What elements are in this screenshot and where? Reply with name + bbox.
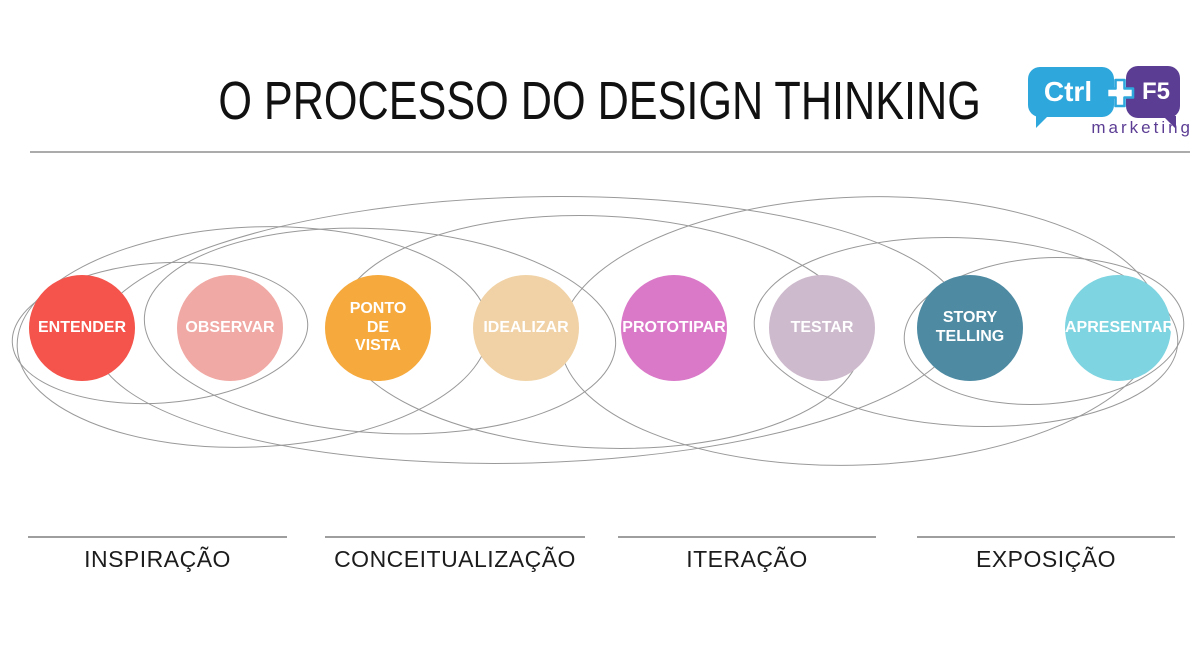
logo-f5-bubble: F5	[1126, 66, 1180, 118]
step-circle-prototipar: PROTOTIPAR	[621, 275, 727, 381]
phase-iteracao: ITERAÇÃO	[618, 536, 876, 573]
page-title: O PROCESSO DO DESIGN THINKING	[218, 71, 982, 131]
phase-inspiracao: INSPIRAÇÃO	[28, 536, 287, 573]
phase-conceitualizacao: CONCEITUALIZAÇÃO	[325, 536, 585, 573]
logo-f5-text: F5	[1141, 78, 1170, 105]
step-label: STORY TELLING	[935, 309, 1005, 345]
header: O PROCESSO DO DESIGN THINKING	[0, 70, 1200, 132]
step-label: PROTOTIPAR	[622, 318, 726, 336]
step-circle-idealizar: IDEALIZAR	[473, 275, 579, 381]
step-label: PONTO DE VISTA	[349, 299, 407, 355]
phase-label: INSPIRAÇÃO	[84, 546, 231, 572]
logo-ctrl-text: Ctrl	[1043, 76, 1093, 107]
logo-ctrl-bubble: Ctrl	[1028, 67, 1114, 117]
phase-label: ITERAÇÃO	[686, 546, 808, 572]
step-circle-observar: OBSERVAR	[177, 275, 283, 381]
step-label: TESTAR	[790, 318, 854, 336]
step-label: ENTENDER	[37, 318, 126, 336]
step-circle-storytelling: STORY TELLING	[917, 275, 1023, 381]
logo-tagline: marketing	[1091, 118, 1193, 137]
step-circle-apresentar: APRESENTAR	[1065, 275, 1175, 381]
step-label: APRESENTAR	[1065, 318, 1175, 336]
header-divider-line	[30, 151, 1190, 153]
logo-f5-bubble-tail	[1163, 116, 1176, 129]
step-label: IDEALIZAR	[483, 318, 569, 336]
logo-ctrl-bubble-tail	[1036, 115, 1049, 128]
phase-label: CONCEITUALIZAÇÃO	[334, 546, 576, 572]
step-circle-testar: TESTAR	[769, 275, 875, 381]
step-circle-entender: ENTENDER	[29, 275, 135, 381]
plus-icon	[1105, 78, 1135, 108]
phase-exposicao: EXPOSIÇÃO	[917, 536, 1175, 573]
step-circle-ponto-de-vista: PONTO DE VISTA	[325, 275, 431, 381]
step-label: OBSERVAR	[185, 318, 275, 336]
phase-label: EXPOSIÇÃO	[976, 546, 1116, 572]
